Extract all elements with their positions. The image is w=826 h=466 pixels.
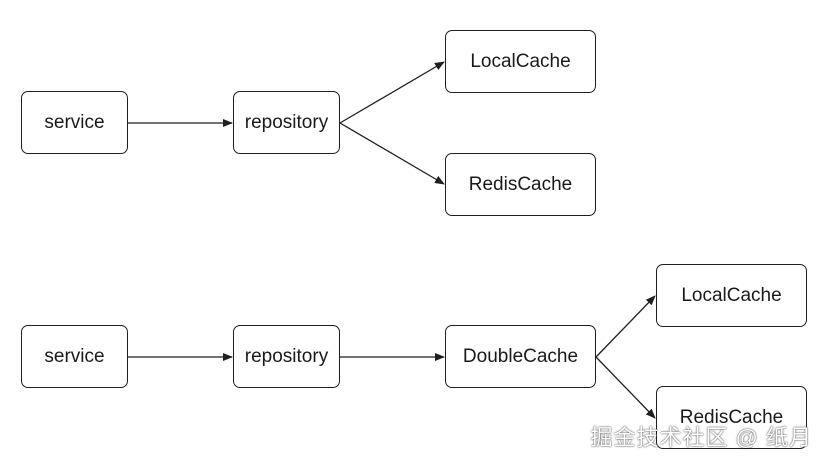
node-rediscache-bottom: RedisCache <box>656 386 807 449</box>
node-rediscache-top: RedisCache <box>445 153 596 216</box>
node-service-bottom: service <box>21 325 128 388</box>
node-localcache-top: LocalCache <box>445 30 596 93</box>
edge-repository-to-localcache-top <box>339 61 445 124</box>
node-repository-top: repository <box>233 91 340 154</box>
node-service-top: service <box>21 91 128 154</box>
watermark-text: 掘金技术社区 @ 纸月 <box>590 425 812 450</box>
node-repository-bottom: repository <box>233 325 340 388</box>
node-doublecache-bottom: DoubleCache <box>445 325 596 388</box>
edge-doublecache-to-localcache-bottom <box>595 295 656 358</box>
node-localcache-bottom: LocalCache <box>656 264 807 327</box>
edge-repository-to-rediscache-top <box>339 122 445 185</box>
edge-doublecache-to-rediscache-bottom <box>595 356 656 419</box>
